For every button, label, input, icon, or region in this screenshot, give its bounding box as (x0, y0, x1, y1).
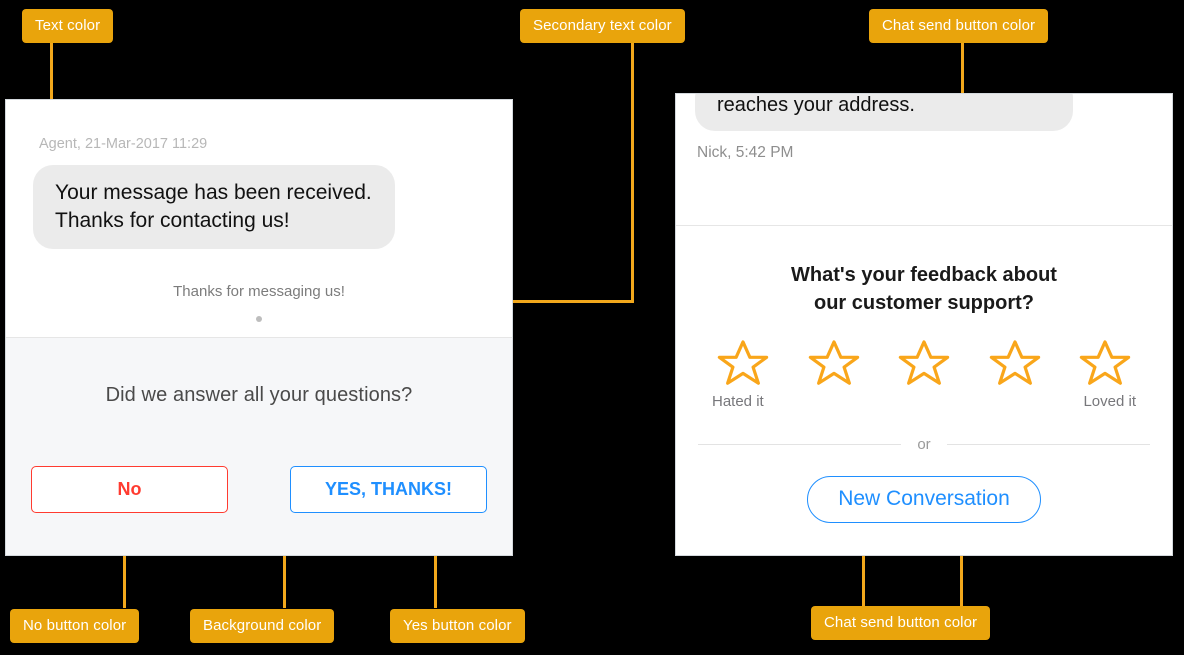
new-conversation-wrapper: New Conversation (676, 453, 1172, 523)
rating-low-label: Hated it (712, 392, 764, 410)
star-icon-3[interactable] (895, 336, 953, 391)
rating-question: What's your feedback about our customer … (676, 226, 1172, 318)
conversation-area: Agent, 21-Mar-2017 11:29 Your message ha… (6, 100, 512, 337)
star-icon-4[interactable] (986, 336, 1044, 391)
chat-widget-left: Agent, 21-Mar-2017 11:29 Your message ha… (5, 99, 513, 556)
leader-line-chat-send-bottom-right (960, 524, 963, 606)
or-separator: or (676, 410, 1172, 453)
callout-secondary-text-color: Secondary text color (520, 9, 685, 43)
callout-yes-button-color: Yes button color (390, 609, 525, 643)
typing-dot-indicator (256, 316, 262, 323)
quick-reply-question: Did we answer all your questions? (105, 384, 413, 406)
callout-chat-send-button-color-bottom: Chat send button color (811, 606, 991, 640)
quick-reply-buttons: No YES, THANKS! (6, 466, 512, 513)
leader-line-secondary-text-vertical (631, 41, 634, 302)
star-rating-labels: Hated it Loved it (676, 391, 1172, 410)
conversation-area-right: reaches your address. Nick, 5:42 PM (676, 94, 1172, 225)
new-conversation-button[interactable]: New Conversation (807, 475, 1041, 523)
star-icon-2[interactable] (805, 336, 863, 391)
section-divider (6, 337, 512, 338)
yes-thanks-button[interactable]: YES, THANKS! (290, 466, 487, 513)
callout-chat-send-button-color-top: Chat send button color (869, 9, 1049, 43)
message-meta: Agent, 21-Mar-2017 11:29 (39, 136, 208, 152)
callout-text-color: Text color (22, 9, 114, 43)
callout-background-color: Background color (190, 609, 335, 643)
agent-message-bubble: Your message has been received. Thanks f… (26, 165, 395, 250)
callout-no-button-color: No button color (10, 609, 140, 643)
rating-high-label: Loved it (1083, 392, 1136, 410)
quick-reply-panel: Did we answer all your questions? No YES… (6, 338, 512, 555)
rating-question-line-1: What's your feedback about (791, 264, 1057, 286)
rating-panel: What's your feedback about our customer … (676, 226, 1172, 523)
leader-line-chat-send-bottom-left (862, 535, 865, 606)
or-line-left (698, 443, 902, 445)
chat-widget-right: reaches your address. Nick, 5:42 PM What… (675, 93, 1173, 556)
or-line-right (946, 443, 1150, 445)
leader-line-yes-button (434, 512, 437, 608)
star-icon-1[interactable] (714, 336, 772, 391)
leader-line-no-button (123, 512, 126, 608)
or-label: or (917, 435, 931, 453)
section-divider-right (676, 225, 1172, 226)
leader-line-background (283, 535, 286, 608)
star-icon-5[interactable] (1076, 336, 1134, 391)
message-meta-right: Nick, 5:42 PM (697, 144, 794, 161)
no-button[interactable]: No (31, 466, 228, 513)
system-note: Thanks for messaging us! (173, 283, 345, 301)
agent-message-bubble-right: reaches your address. (689, 94, 1073, 131)
star-rating (676, 318, 1172, 391)
rating-question-line-2: our customer support? (813, 292, 1034, 315)
